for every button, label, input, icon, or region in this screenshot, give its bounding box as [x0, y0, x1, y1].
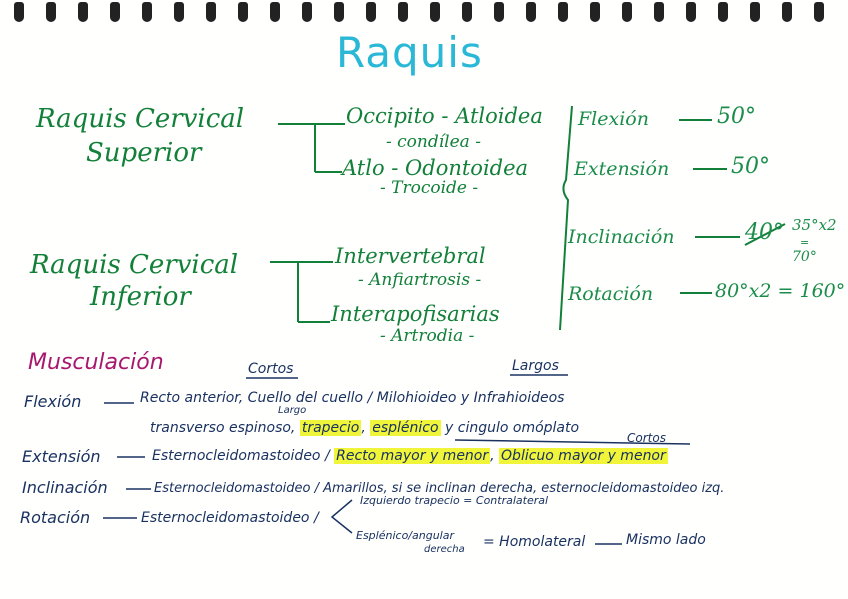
extension-muscles-text: Esternocleidomastoideo / Recto mayor y m…: [152, 448, 668, 464]
ring-icon: [366, 2, 376, 22]
ring-icon: [206, 2, 216, 22]
superior-joint2-type: - Trocoide -: [380, 178, 479, 198]
ring-icon: [526, 2, 536, 22]
ring-icon: [270, 2, 280, 22]
ring-icon: [718, 2, 728, 22]
spiral-binding: [0, 0, 848, 28]
largos-label: Largos: [512, 358, 559, 374]
ring-icon: [494, 2, 504, 22]
ring-icon: [782, 2, 792, 22]
ring-icon: [622, 2, 632, 22]
page-title: Raquis: [336, 28, 483, 77]
ring-icon: [78, 2, 88, 22]
inferior-heading-line1: Raquis Cervical: [30, 250, 239, 280]
flexion-muscles-line1: Recto anterior, Cuello del cuello / Milo…: [140, 390, 565, 406]
ring-icon: [814, 2, 824, 22]
ring-icon: [110, 2, 120, 22]
inferior-joint1-type: - Anfiartrosis -: [358, 270, 482, 290]
inferior-joint1: Intervertebral: [335, 244, 486, 268]
inferior-joint2: Interapofisarias: [331, 302, 500, 326]
flexion-comma: ,: [361, 420, 366, 436]
ring-icon: [590, 2, 600, 22]
rotacion-branch-derecha: derecha: [424, 544, 465, 555]
inclinacion-total-sign: =: [800, 236, 810, 249]
largo-label: Largo: [278, 405, 307, 416]
flexion-muscles-label: Flexión: [24, 392, 82, 411]
superior-heading-line2: Superior: [86, 138, 202, 168]
ring-icon: [686, 2, 696, 22]
superior-joint1-type: - condílea -: [386, 132, 481, 152]
ring-icon: [654, 2, 664, 22]
ring-icon: [14, 2, 24, 22]
cortos-label: Cortos: [248, 361, 294, 377]
ring-icon: [558, 2, 568, 22]
superior-joint1: Occipito - Atloidea: [346, 104, 543, 128]
extension-label: Extensión: [574, 158, 670, 180]
ring-icon: [398, 2, 408, 22]
inclinacion-alt: 35°x2: [792, 216, 837, 234]
ring-icon: [462, 2, 472, 22]
extension-muscle-ecm: Esternocleidomastoideo /: [152, 448, 330, 464]
rotacion-branch-mismo-lado: Mismo lado: [626, 532, 706, 548]
ring-icon: [174, 2, 184, 22]
inclinacion-muscles-text: Esternocleidomastoideo / Amarillos, si s…: [154, 481, 725, 496]
extension-comma: ,: [490, 448, 495, 464]
flexion-muscles-line2: transverso espinoso, trapecio, esplénico…: [150, 420, 580, 436]
rotacion-value: 80°x2 = 160°: [715, 280, 846, 302]
inferior-joint2-type: - Artrodia -: [380, 326, 475, 346]
inclinacion-label: Inclinación: [568, 226, 675, 248]
extension-value: 50°: [731, 154, 770, 179]
flexion-value: 50°: [717, 104, 756, 129]
inclinacion-muscles-label: Inclinación: [22, 478, 108, 497]
inclinacion-value: 40°: [745, 220, 784, 245]
flexion-label: Flexión: [578, 108, 649, 130]
flexion-muscle-esplenico: esplénico: [370, 420, 441, 436]
flexion-muscle-trapecio: trapecio: [299, 420, 362, 436]
musculacion-heading: Musculación: [28, 350, 164, 375]
extension-muscle-recto: Recto mayor y menor: [334, 448, 491, 464]
rotacion-muscles-label: Rotación: [20, 508, 91, 527]
superior-heading-line1: Raquis Cervical: [36, 104, 245, 134]
flexion-muscle-transverso: transverso espinoso,: [150, 420, 296, 436]
ring-icon: [46, 2, 56, 22]
extension-muscles-label: Extensión: [22, 447, 101, 466]
superior-joint2: Atlo - Odontoidea: [342, 156, 529, 180]
rotacion-branch-homolateral: = Homolateral: [483, 534, 586, 550]
ring-icon: [334, 2, 344, 22]
ring-icon: [430, 2, 440, 22]
inclinacion-total: 70°: [792, 249, 817, 265]
inferior-heading-line2: Inferior: [90, 282, 191, 312]
ring-icon: [302, 2, 312, 22]
rotacion-muscles-text: Esternocleidomastoideo /: [141, 510, 319, 526]
extension-muscle-oblicuo: Oblicuo mayor y menor: [499, 448, 668, 464]
ring-icon: [238, 2, 248, 22]
ring-icon: [750, 2, 760, 22]
ring-icon: [142, 2, 152, 22]
rotacion-label: Rotación: [568, 283, 654, 305]
cortos-label-2: Cortos: [627, 431, 666, 445]
rotacion-branch-esplenico: Esplénico/angular: [356, 529, 454, 542]
flexion-muscle-cingulo: y cingulo omóplato: [445, 420, 580, 436]
rotacion-branch-contralateral: Izquierdo trapecio = Contralateral: [360, 494, 549, 507]
